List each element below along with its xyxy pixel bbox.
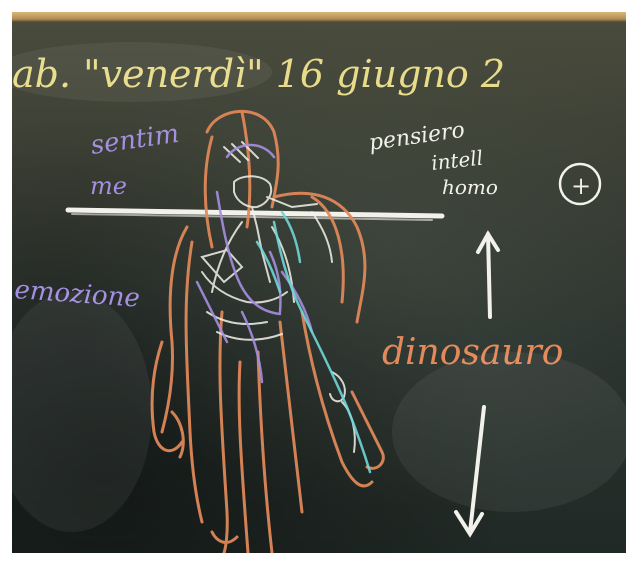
label-sentimento: sentim — [89, 119, 181, 161]
label-me: me — [90, 172, 127, 200]
cyan-figure-sketch — [257, 212, 370, 472]
label-intell: intell — [430, 146, 484, 175]
up-arrow-icon — [478, 234, 498, 317]
white-figure-sketch — [202, 142, 355, 452]
chalk-drawing-layer: ab. "venerdì" 16 giugno 2 sentim me emoz… — [12, 12, 626, 553]
label-homo: homo — [442, 175, 498, 199]
orange-figure-sketch — [152, 111, 383, 553]
purple-figure-sketch — [197, 145, 312, 382]
label-plus: + — [571, 172, 591, 200]
chalkboard: ab. "venerdì" 16 giugno 2 sentim me emoz… — [12, 12, 626, 553]
